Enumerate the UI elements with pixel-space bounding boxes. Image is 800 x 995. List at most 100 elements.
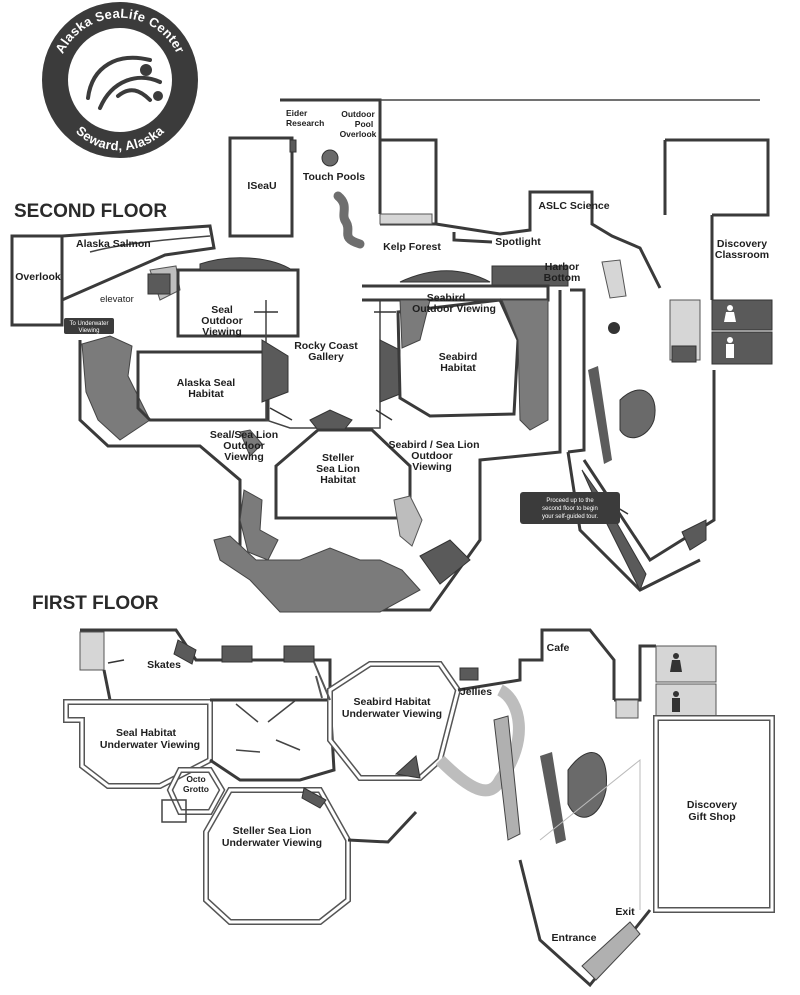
label-touch-pools: Touch Pools bbox=[303, 171, 365, 183]
to-underwater-sign-line-2: Viewing bbox=[79, 328, 100, 334]
label-gift-2: Gift Shop bbox=[688, 811, 735, 823]
label-rocky-coast-2: Gallery bbox=[308, 351, 344, 363]
label-aslc-science: ASLC Science bbox=[538, 200, 609, 212]
aslc-science-room[interactable] bbox=[435, 190, 662, 289]
label-seal-sealion-3: Viewing bbox=[224, 451, 263, 463]
label-steller-uw-1: Steller Sea Lion bbox=[233, 825, 312, 837]
alaska-salmon-corridor[interactable] bbox=[61, 224, 216, 302]
boat-exhibit bbox=[601, 259, 627, 299]
discovery-classroom-upper[interactable] bbox=[665, 138, 770, 217]
proceed-sign-line-2: second floor to begin bbox=[542, 506, 598, 512]
label-spotlight: Spotlight bbox=[495, 236, 541, 248]
spiral-stair[interactable] bbox=[619, 389, 656, 439]
steller-sea-lion-habitat[interactable] bbox=[274, 428, 412, 520]
entrance-doors[interactable] bbox=[581, 921, 641, 981]
label-jellies: Jellies bbox=[460, 686, 492, 698]
label-seal-sealion-2: Outdoor bbox=[223, 440, 264, 452]
lobby-curved-wall bbox=[435, 684, 525, 797]
label-alaska-salmon: Alaska Salmon bbox=[76, 238, 151, 250]
seal-and-bird-emblem-icon bbox=[86, 55, 163, 110]
label-seal-uw-1: Seal Habitat bbox=[116, 727, 177, 739]
label-discovery-classroom-1: Discovery bbox=[717, 238, 767, 250]
label-seal-outdoor-2: Outdoor bbox=[201, 315, 242, 327]
elevator-shaft[interactable] bbox=[147, 273, 171, 295]
restroom-men-block[interactable] bbox=[711, 331, 773, 365]
kelp-forest-tank[interactable] bbox=[333, 191, 365, 249]
label-cafe: Cafe bbox=[547, 642, 570, 654]
cafe-area[interactable] bbox=[457, 628, 616, 700]
label-steller-uw-2: Underwater Viewing bbox=[222, 837, 322, 849]
label-outdoor-pool-1: Outdoor bbox=[341, 109, 375, 119]
touch-pool-icon bbox=[321, 149, 339, 167]
label-eider-1: Eider bbox=[286, 108, 308, 118]
alaska-seal-rocks-left bbox=[81, 335, 151, 441]
restroom-women-block[interactable] bbox=[711, 299, 773, 331]
label-seabird-sealion-2: Outdoor bbox=[411, 450, 452, 462]
iseau-room[interactable] bbox=[228, 136, 294, 238]
label-overlook: Overlook bbox=[15, 271, 61, 283]
lobby-ramp bbox=[493, 715, 521, 841]
first-floor-spiral-stair[interactable] bbox=[567, 752, 608, 818]
second-floor-title: SECOND FLOOR bbox=[14, 201, 167, 222]
proceed-sign-line-3: your self-guided tour. bbox=[542, 514, 598, 520]
label-harbor-bottom-1: Harbor bbox=[545, 261, 579, 273]
first-floor-restroom-men[interactable] bbox=[655, 683, 717, 719]
label-discovery-classroom-2: Classroom bbox=[715, 249, 769, 261]
proceed-sign bbox=[520, 492, 620, 524]
central-first-floor-corridor bbox=[209, 698, 336, 782]
label-seal-outdoor-3: Viewing bbox=[202, 326, 241, 338]
first-floor-title: FIRST FLOOR bbox=[32, 593, 159, 614]
label-seabird-habitat-1: Seabird bbox=[439, 351, 478, 363]
label-exit: Exit bbox=[615, 906, 635, 918]
first-floor-stairs[interactable] bbox=[79, 631, 105, 671]
label-seal-outdoor-1: Seal bbox=[211, 304, 233, 316]
skates-tank-1[interactable] bbox=[221, 645, 253, 663]
label-iseau: ISeaU bbox=[247, 180, 276, 192]
label-outdoor-pool-2: Pool bbox=[355, 119, 373, 129]
jellies-tank[interactable] bbox=[459, 667, 479, 681]
label-seabird-sealion-1: Seabird / Sea Lion bbox=[388, 439, 479, 451]
label-seal-sealion-1: Seal/Sea Lion bbox=[210, 429, 278, 441]
direction-arrow-icon bbox=[107, 659, 125, 664]
label-rocky-coast-1: Rocky Coast bbox=[294, 340, 358, 352]
label-octo-1: Octo bbox=[186, 774, 205, 784]
label-seabird-outdoor-2: Outdoor Viewing bbox=[412, 303, 496, 315]
seabird-outdoor-viewing[interactable] bbox=[362, 284, 550, 302]
first-floor: FIRST FLOOR bbox=[32, 593, 775, 988]
label-steller-3: Habitat bbox=[320, 474, 356, 486]
label-alaska-seal-2: Habitat bbox=[188, 388, 224, 400]
label-kelp-forest: Kelp Forest bbox=[383, 241, 441, 253]
label-alaska-seal-1: Alaska Seal bbox=[177, 377, 235, 389]
label-seal-uw-2: Underwater Viewing bbox=[100, 739, 200, 751]
to-underwater-sign bbox=[64, 318, 114, 334]
restroom-women-icon bbox=[670, 653, 682, 672]
skates-tank-2[interactable] bbox=[283, 645, 315, 663]
label-octo-2: Grotto bbox=[183, 784, 209, 794]
label-skates: Skates bbox=[147, 659, 181, 671]
second-floor: SECOND FLOOR bbox=[10, 98, 773, 613]
skates-room-top bbox=[80, 628, 332, 700]
label-eider-2: Research bbox=[286, 118, 324, 128]
steller-sea-lion-rocks bbox=[213, 535, 421, 613]
outdoor-pool-room[interactable] bbox=[380, 138, 438, 226]
first-floor-restroom-women[interactable] bbox=[655, 645, 717, 683]
logo-inner bbox=[68, 28, 172, 132]
stairs-icon bbox=[419, 539, 471, 585]
restroom-men-icon bbox=[726, 337, 734, 358]
overlook-room[interactable] bbox=[10, 234, 64, 327]
label-gift-1: Discovery bbox=[687, 799, 737, 811]
label-entrance: Entrance bbox=[552, 932, 597, 944]
label-seabird-uw-2: Underwater Viewing bbox=[342, 708, 442, 720]
label-elevator: elevator bbox=[100, 294, 134, 305]
label-steller-2: Sea Lion bbox=[316, 463, 360, 475]
proceed-sign-line-1: Proceed up to the bbox=[546, 498, 594, 504]
stair-ramp bbox=[588, 366, 612, 464]
label-outdoor-pool-3: Overlook bbox=[340, 129, 377, 139]
logo: Alaska SeaLife Center Seward, Alaska bbox=[42, 2, 198, 158]
label-steller-1: Steller bbox=[322, 452, 354, 464]
alaska-seal-habitat[interactable] bbox=[136, 350, 270, 422]
restroom-women-icon bbox=[724, 305, 736, 322]
label-harbor-bottom-2: Bottom bbox=[544, 272, 581, 284]
steller-sea-lion-underwater-viewing[interactable] bbox=[203, 787, 351, 925]
